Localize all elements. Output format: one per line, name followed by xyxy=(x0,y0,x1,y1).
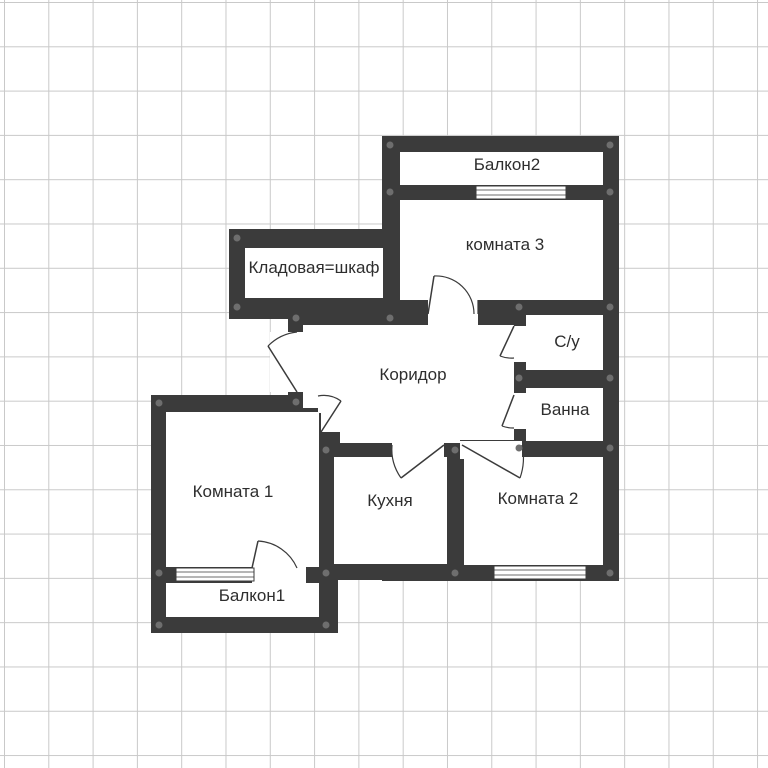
balcony2-floor xyxy=(400,152,603,185)
balcony1-doorway xyxy=(252,565,306,585)
window-balcony1 xyxy=(175,567,255,582)
kitchen-floor xyxy=(334,457,447,564)
balcony1-floor xyxy=(166,583,319,617)
room2-door xyxy=(461,444,524,479)
label-balcony1: Балкон1 xyxy=(219,586,285,605)
entrance-door xyxy=(267,331,298,393)
room-labels: Балкон2 комната 3 Кладовая=шкаф С/у Кори… xyxy=(193,155,590,605)
entrance-doorway xyxy=(270,332,305,392)
corridor-floor xyxy=(303,325,514,443)
bath-doorway xyxy=(511,393,528,429)
label-room3: комната 3 xyxy=(466,235,544,254)
windows xyxy=(175,185,587,582)
window-room2 xyxy=(493,565,587,580)
kitchen-doorway xyxy=(392,441,444,459)
doors xyxy=(251,275,524,569)
window-balcony2 xyxy=(475,185,567,200)
room1-door xyxy=(317,394,342,433)
floors xyxy=(166,152,603,617)
label-toilet: С/у xyxy=(554,332,580,351)
label-room1: Комната 1 xyxy=(193,482,274,501)
label-room2: Комната 2 xyxy=(498,489,579,508)
room3-floor xyxy=(400,200,603,300)
column-dots xyxy=(155,141,614,629)
toilet-doorway xyxy=(511,326,528,362)
toilet-floor xyxy=(526,315,603,370)
label-bath: Ванна xyxy=(540,400,590,419)
room3-doorway xyxy=(428,298,478,328)
bath-floor xyxy=(526,388,603,441)
room1-doorway xyxy=(318,395,344,413)
kitchen-door xyxy=(391,444,445,479)
room2-floor xyxy=(464,457,603,565)
label-storage: Кладовая=шкаф xyxy=(249,258,380,277)
room3-door xyxy=(427,275,479,315)
label-balcony2: Балкон2 xyxy=(474,155,540,174)
room1-floor xyxy=(166,412,319,567)
room2-doorway xyxy=(460,441,522,459)
balcony1-door xyxy=(251,540,298,569)
label-corridor: Коридор xyxy=(379,365,446,384)
storage-floor xyxy=(245,248,383,298)
label-kitchen: Кухня xyxy=(367,491,413,510)
toilet-door xyxy=(499,325,515,359)
bath-door xyxy=(501,394,515,429)
